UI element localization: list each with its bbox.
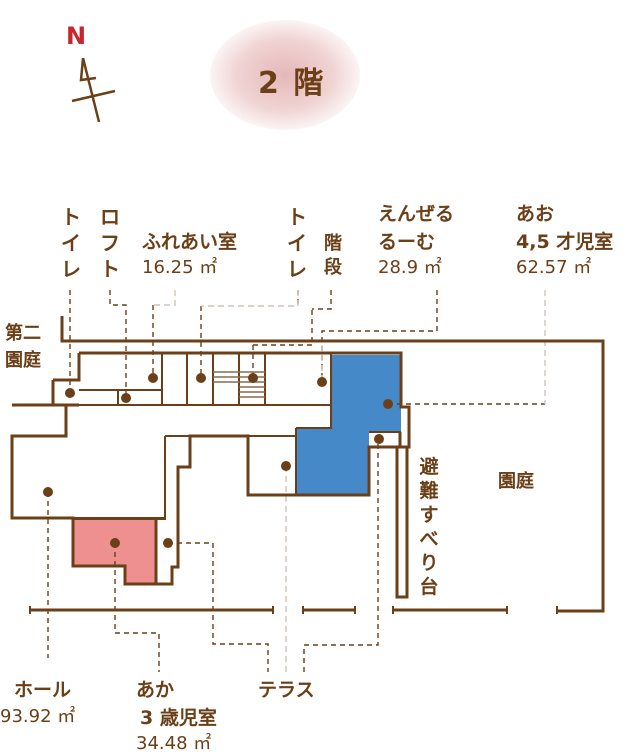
room-aka-fill bbox=[73, 519, 156, 584]
label-ao-1: あお bbox=[516, 203, 555, 225]
room-ao-fill bbox=[296, 355, 401, 495]
title-background bbox=[210, 20, 360, 130]
label-second-garden-1: 第二 bbox=[5, 323, 41, 344]
label-terrace: テラス bbox=[258, 679, 315, 701]
north-label: N bbox=[66, 22, 87, 50]
label-stairs: 階段 bbox=[324, 233, 342, 278]
label-ao-2: 4,5 才児室 bbox=[516, 231, 614, 253]
label-enzeru-2: るーむ bbox=[378, 231, 436, 253]
area-hall: 93.92 ㎡ bbox=[0, 706, 76, 727]
label-toilet-left: トイレ bbox=[61, 205, 81, 281]
label-second-garden-2: 園庭 bbox=[5, 350, 41, 371]
label-garden: 園庭 bbox=[498, 471, 534, 492]
area-ao: 62.57 ㎡ bbox=[516, 257, 592, 278]
label-enzeru-1: えんぜる bbox=[378, 203, 455, 225]
area-aka: 34.48 ㎡ bbox=[136, 733, 212, 754]
label-aka-1: あか bbox=[136, 679, 175, 701]
label-slide: 避難すべり台 bbox=[419, 456, 439, 598]
north-arrow-icon bbox=[71, 57, 116, 123]
area-fureai: 16.25 ㎡ bbox=[142, 257, 218, 278]
label-hall: ホール bbox=[14, 679, 72, 701]
label-toilet-right: トイレ bbox=[287, 205, 307, 281]
label-loft: ロフト bbox=[100, 205, 120, 281]
floor-title: 2 階 bbox=[258, 66, 326, 101]
label-fureai: ふれあい室 bbox=[142, 231, 238, 253]
area-enzeru: 28.9 ㎡ bbox=[378, 257, 442, 278]
label-aka-2: 3 歳児室 bbox=[140, 707, 217, 729]
